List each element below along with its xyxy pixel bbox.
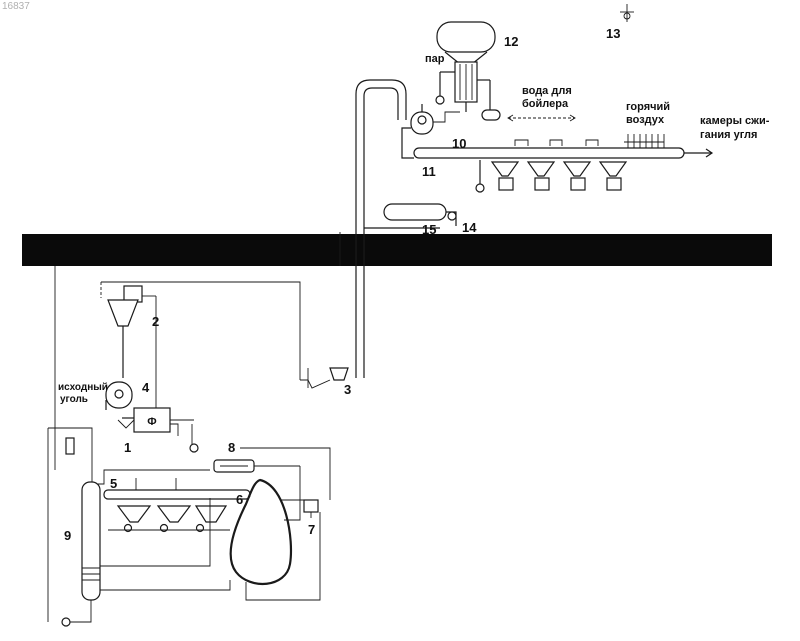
number-10: 10 — [452, 136, 466, 151]
number-9: 9 — [64, 528, 71, 543]
steam-label: пар — [425, 53, 445, 65]
number-11: 11 — [422, 164, 436, 179]
number-7: 7 — [308, 522, 315, 537]
combustion-label-1: камеры сжи- — [700, 115, 770, 127]
hot-air-inlets — [624, 134, 664, 148]
filter-symbol: Ф — [147, 416, 156, 428]
number-8: 8 — [228, 440, 235, 455]
number-15: 15 — [422, 222, 436, 237]
number-2: 2 — [152, 314, 159, 329]
boiler-drum-12 — [436, 22, 500, 120]
crusher-4 — [106, 382, 132, 410]
number-13: 13 — [606, 26, 620, 41]
raw-coal-label-1: исходный — [58, 382, 108, 393]
tank-15 — [364, 204, 456, 228]
boiler-water-label-2: бойлера — [522, 98, 569, 110]
small-device-13 — [620, 4, 634, 22]
image-id-text: 16837 — [2, 1, 30, 12]
raw-coal-label-2: уголь — [60, 394, 88, 405]
hot-air-label-1: горячий — [626, 101, 670, 113]
ground-level-bar — [22, 234, 772, 266]
number-1: 1 — [124, 440, 131, 455]
boiler-water-label-1: вода для — [522, 85, 572, 97]
number-3: 3 — [344, 382, 351, 397]
number-4: 4 — [142, 380, 150, 395]
number-12: 12 — [504, 34, 518, 49]
number-14: 14 — [462, 220, 477, 235]
hoppers-lower — [108, 506, 230, 532]
combustion-label-2: гания угля — [700, 129, 757, 141]
number-5: 5 — [110, 476, 117, 491]
hot-air-label-2: воздух — [626, 114, 665, 126]
unit-3 — [300, 368, 348, 388]
number-6: 6 — [236, 492, 243, 507]
